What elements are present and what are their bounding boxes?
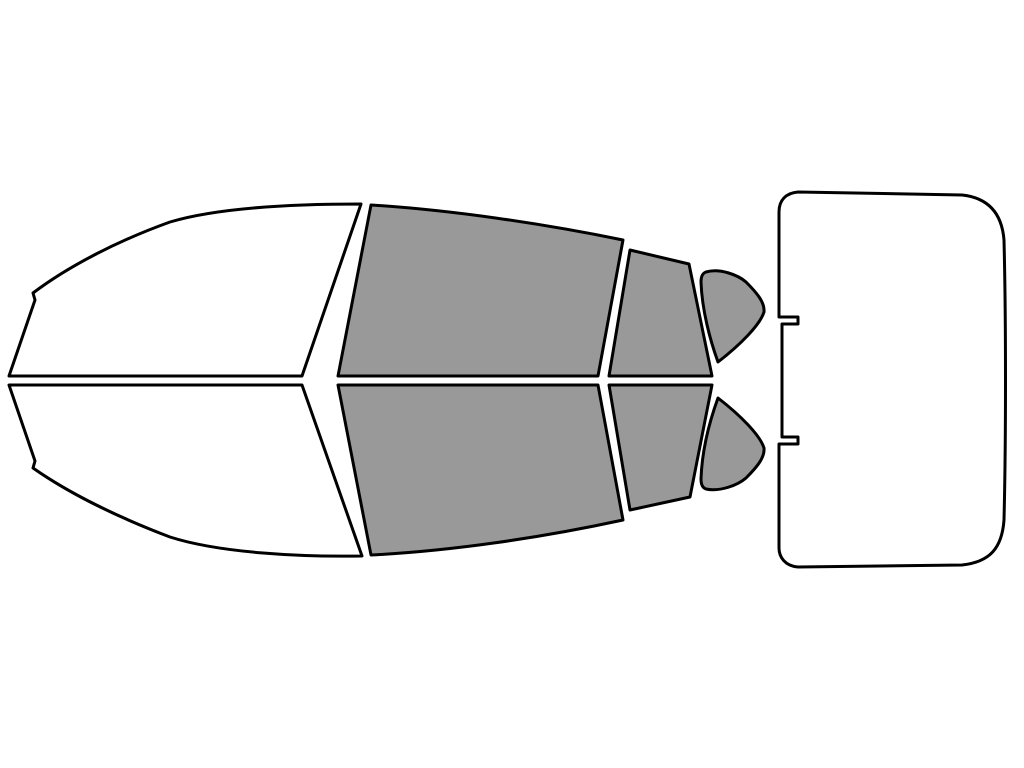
- rear-door-upper-pane: [607, 248, 714, 378]
- back-glass-pane: [777, 190, 1007, 569]
- front-door-lower-pane: [336, 383, 625, 557]
- windshield-upper-pane: [7, 202, 363, 378]
- quarter-glass-lower-pane: [699, 396, 766, 492]
- front-door-upper-pane: [336, 203, 625, 378]
- rear-door-lower-pane: [607, 383, 714, 512]
- quarter-glass-upper-pane: [699, 269, 766, 364]
- windshield-lower-pane: [7, 383, 364, 558]
